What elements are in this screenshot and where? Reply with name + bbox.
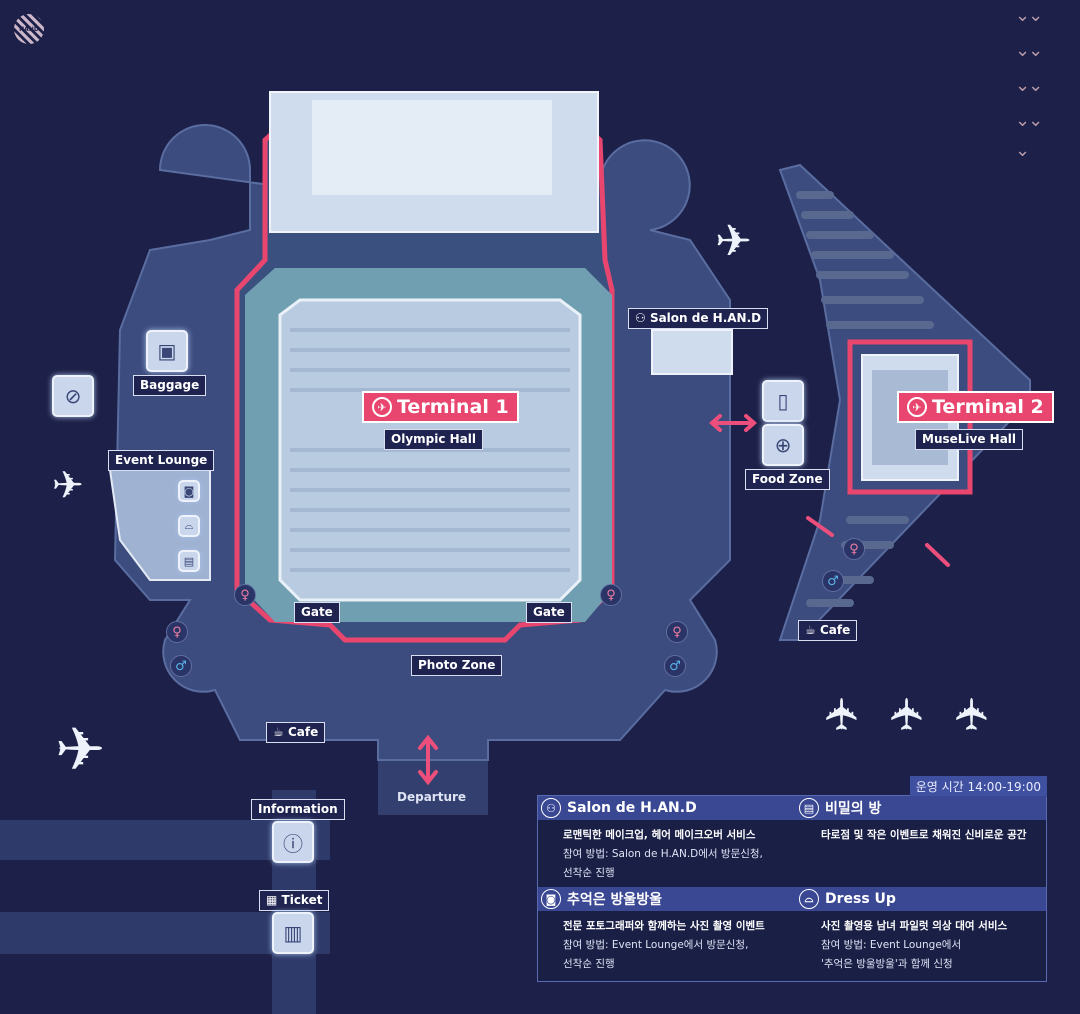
information-label: Information (251, 799, 345, 820)
camera-icon: ◙ (541, 889, 561, 909)
salon-label[interactable]: ⚇ Salon de H.AN.D (628, 308, 769, 329)
drink-icon[interactable]: ▯ (762, 380, 804, 422)
airplane-icon: ✈ (715, 216, 752, 267)
no-smoking-icon[interactable]: ⊘ (52, 375, 94, 417)
muselive-hall-label: MuseLive Hall (915, 429, 1024, 450)
chevron-decoration-icon: ⌄⌄ (1015, 75, 1043, 96)
olympic-hall-label: Olympic Hall (384, 429, 484, 450)
ticket-label[interactable]: ▦ Ticket (259, 890, 330, 911)
salon-icon: ⚇ (541, 798, 561, 818)
photo-zone-label: Photo Zone (411, 655, 503, 676)
airplane-icon: ✈ (55, 715, 106, 785)
gate-right-label: Gate (526, 602, 572, 623)
womens-restroom-icon: ♀ (234, 584, 256, 606)
baggage-label: Baggage (133, 375, 207, 396)
food-icon[interactable]: ⊕ (762, 424, 804, 466)
terminal2-badge[interactable]: ✈Terminal 2 (897, 391, 1054, 423)
event-lounge-label: Event Lounge (108, 450, 215, 471)
pilot-hat-icon[interactable]: ⌓ (178, 515, 200, 537)
hand-logo: HAND (14, 14, 44, 44)
food-zone-label: Food Zone (745, 469, 830, 490)
chevron-decoration-icon: ⌄ (1015, 140, 1030, 161)
no-plane-icon: ✈ (907, 397, 927, 417)
tarot-icon[interactable]: ▤ (178, 550, 200, 572)
mens-restroom-icon: ♂ (170, 655, 192, 677)
ticket-icon: ▦ (266, 893, 282, 907)
womens-restroom-icon: ♀ (666, 621, 688, 643)
ticket-machine-icon[interactable]: ▥ (272, 912, 314, 954)
womens-restroom-icon: ♀ (600, 584, 622, 606)
chevron-decoration-icon: ⌄⌄ (1015, 40, 1043, 61)
pilot-hat-icon: ⌓ (799, 889, 819, 909)
legend-panel: 운영 시간 14:00-19:00 ⚇Salon de H.AN.D 로맨틱한 … (537, 776, 1047, 982)
information-icon[interactable]: ⓘ (272, 821, 314, 863)
salon-icon: ⚇ (635, 311, 650, 325)
coffee-icon: ☕ (805, 623, 820, 637)
mens-restroom-icon: ♂ (822, 570, 844, 592)
operating-hours: 운영 시간 14:00-19:00 (909, 776, 1047, 797)
cafe-right-label[interactable]: ☕ Cafe (798, 620, 858, 641)
airplane-icon: ✈ (882, 695, 934, 733)
camera-icon[interactable]: ◙ (178, 480, 200, 502)
womens-restroom-icon: ♀ (166, 621, 188, 643)
departure-label: Departure (397, 790, 467, 804)
airplane-icon: ✈ (947, 695, 999, 733)
terminal1-badge[interactable]: ✈Terminal 1 (362, 391, 519, 423)
mens-restroom-icon: ♂ (664, 655, 686, 677)
airplane-icon: ✈ (817, 695, 869, 733)
womens-restroom-icon: ♀ (843, 538, 865, 560)
gate-left-label: Gate (294, 602, 340, 623)
cafe-left-label[interactable]: ☕ Cafe (266, 722, 326, 743)
chevron-decoration-icon: ⌄⌄ (1015, 5, 1043, 26)
tarot-icon: ▤ (799, 798, 819, 818)
airplane-icon: ✈ (52, 463, 84, 507)
terminal-icon: ✈ (372, 397, 392, 417)
coffee-icon: ☕ (273, 725, 288, 739)
legend-item: ▤비밀의 방 타로점 및 작은 이벤트로 채워진 신비로운 공간 (796, 796, 1046, 845)
baggage-icon[interactable]: ▣ (146, 330, 188, 372)
legend-item: ⚇Salon de H.AN.D 로맨틱한 메이크업, 헤어 메이크오버 서비스… (538, 796, 788, 883)
chevron-decoration-icon: ⌄⌄ (1015, 110, 1043, 131)
